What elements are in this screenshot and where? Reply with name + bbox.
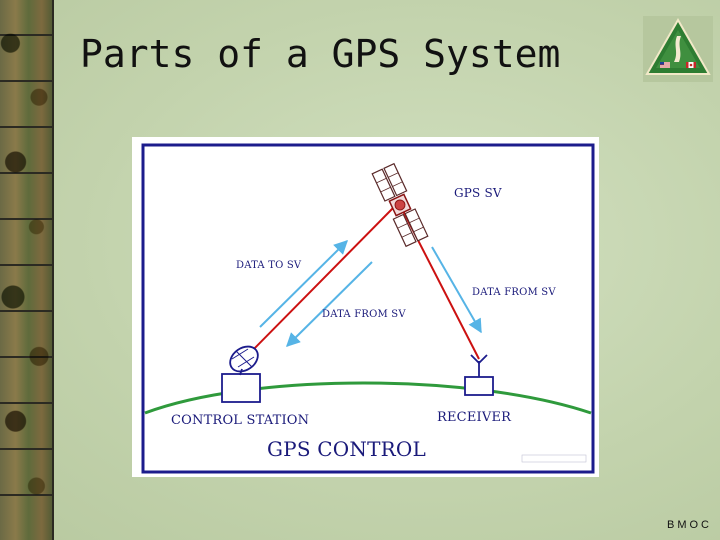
camouflage-pattern [0,0,52,540]
receiver-icon [464,354,494,396]
control-station-icon [221,345,261,403]
gps-diagram: GPS SV DATA TO SV DATA FROM SV DATA FROM… [132,137,599,477]
data-from-sv-left-label: DATA FROM SV [322,309,406,320]
diagram-border [141,143,595,474]
camouflage-side-strip [0,0,54,540]
gps-sv-label: GPS SV [454,186,502,200]
earth-horizon [144,381,592,415]
credit-scribble [521,454,587,463]
receiver-label: RECEIVER [437,410,512,425]
data-from-sv-left-arrow [286,261,373,347]
gps-diagram-graphic [141,143,595,474]
data-to-sv-arrow [259,240,348,328]
data-from-sv-right-label: DATA FROM SV [472,287,556,298]
data-to-sv-label: DATA TO SV [236,260,302,271]
data-from-sv-right-arrow [431,246,482,334]
slide-title: Parts of a GPS System [80,32,561,76]
gps-control-caption: GPS CONTROL [267,437,426,461]
bmoc-triangle-logo-icon [643,16,713,82]
footer-bmoc: BMOC [667,519,712,531]
control-station-label: CONTROL STATION [171,413,310,428]
gps-satellite-icon [371,162,429,248]
uplink-signal-line [243,204,397,360]
